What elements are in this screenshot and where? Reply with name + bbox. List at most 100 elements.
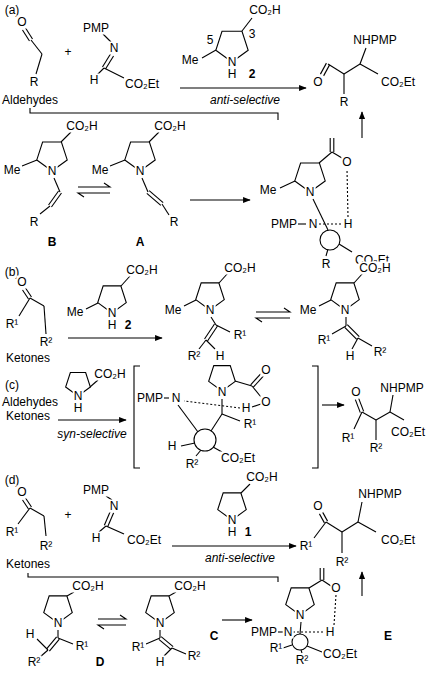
bond-line	[26, 28, 33, 39]
bond-line	[90, 380, 98, 387]
structure-label: CO₂H	[65, 120, 98, 133]
bond-line	[221, 399, 222, 414]
structure-label: H	[155, 656, 166, 669]
bond-line	[181, 443, 195, 446]
structure-label: H	[25, 628, 36, 641]
structure-label: R	[339, 96, 350, 109]
condition-text: syn-selective	[56, 428, 127, 441]
structure-label: R¹	[243, 418, 258, 431]
bond-line	[345, 327, 357, 339]
structure-label: CO₂H	[173, 580, 206, 593]
panel-label: (c)	[4, 379, 20, 392]
compound-number: 2	[248, 68, 257, 81]
structure-label: R¹	[131, 641, 146, 654]
structure-label: R²	[369, 442, 384, 455]
bond-line	[159, 630, 160, 638]
structure-label: 3	[248, 28, 257, 41]
hydrogen-bond	[184, 401, 240, 408]
bond-line	[25, 498, 31, 507]
bond-line	[22, 160, 37, 166]
structure-label: R²	[187, 350, 202, 363]
bond-line	[54, 178, 60, 192]
bond-line	[344, 64, 360, 74]
bond-line	[362, 412, 376, 420]
bond-line	[149, 132, 159, 142]
structure-label: N	[109, 42, 120, 55]
bond-line	[58, 638, 73, 644]
structure-label: NHPMP	[357, 488, 402, 501]
bond-line	[354, 412, 362, 429]
structure-label: N	[171, 392, 182, 405]
structure-label: PMP	[136, 392, 164, 405]
structure-label: H	[107, 319, 118, 332]
bond-line	[142, 178, 148, 192]
structure-label: H	[73, 402, 84, 415]
equilibrium-arrow	[256, 308, 290, 312]
bond-line	[251, 374, 261, 385]
bond-line	[202, 50, 216, 58]
structure-label: N	[340, 304, 351, 317]
structure-label: CO₂H	[153, 120, 186, 133]
structure-label: CO₂Et	[380, 76, 416, 89]
structure-label: O	[350, 386, 361, 399]
structure-label: O	[341, 156, 352, 169]
newman-circle	[194, 429, 216, 451]
bond-line	[30, 508, 44, 516]
bond-line	[161, 637, 173, 647]
bond-line	[172, 648, 186, 654]
bond-line	[102, 54, 110, 67]
condition-text: anti-selective	[209, 94, 281, 107]
compound-number: D	[95, 656, 106, 669]
structure-label: R²	[185, 458, 200, 471]
bond-line	[37, 639, 48, 650]
bond-line	[341, 532, 342, 553]
bond-line	[309, 580, 322, 588]
bond-line	[352, 338, 358, 349]
bond-line	[51, 193, 61, 207]
structure-label: R¹	[5, 526, 20, 539]
reaction-arrow	[322, 404, 344, 405]
structure-label: R	[321, 258, 332, 271]
bond-line	[358, 338, 372, 346]
structure-label: R²	[335, 556, 350, 569]
structure-label: R¹	[317, 334, 332, 347]
structure-label: N	[109, 500, 120, 513]
structure-label: R¹	[341, 432, 356, 445]
structure-label: PMP	[82, 484, 110, 497]
bond-line	[159, 639, 171, 649]
bond-line	[219, 273, 228, 283]
structure-label: N	[155, 617, 166, 630]
bond-line	[300, 622, 301, 634]
structure-label: H	[227, 68, 238, 81]
structure-label: H	[167, 440, 178, 453]
equilibrium-arrow	[98, 615, 126, 619]
hydrogen-bond	[334, 595, 336, 625]
bond-line	[323, 568, 324, 580]
structure-label: O	[16, 486, 27, 499]
bond-line	[184, 300, 196, 306]
reaction-arrow	[172, 545, 296, 546]
structure-label: H	[241, 402, 252, 415]
bond-line	[162, 204, 169, 215]
reactant-class: Ketones	[5, 558, 51, 571]
structure-label: R²	[39, 336, 54, 349]
newman-circle	[320, 230, 340, 250]
structure-label: O	[260, 364, 271, 377]
reactant-class: Aldehydes	[1, 94, 59, 107]
bond-line	[106, 56, 114, 69]
structure-label: CO₂H	[358, 262, 391, 275]
structure-label: O	[330, 582, 341, 595]
structure-label: CO₂Et	[322, 648, 358, 661]
bond-line	[18, 508, 30, 524]
compound-number: 2	[124, 319, 133, 332]
structure-label: H	[91, 532, 102, 545]
structure-label: O	[16, 16, 27, 29]
bond-line	[104, 68, 124, 78]
structure-label: PMP	[270, 218, 298, 231]
bond-line	[149, 191, 163, 203]
structure-label: N	[295, 609, 306, 622]
bond-line	[57, 630, 58, 638]
structure-label: CO₂Et	[390, 426, 426, 439]
structure-label: N	[205, 304, 216, 317]
